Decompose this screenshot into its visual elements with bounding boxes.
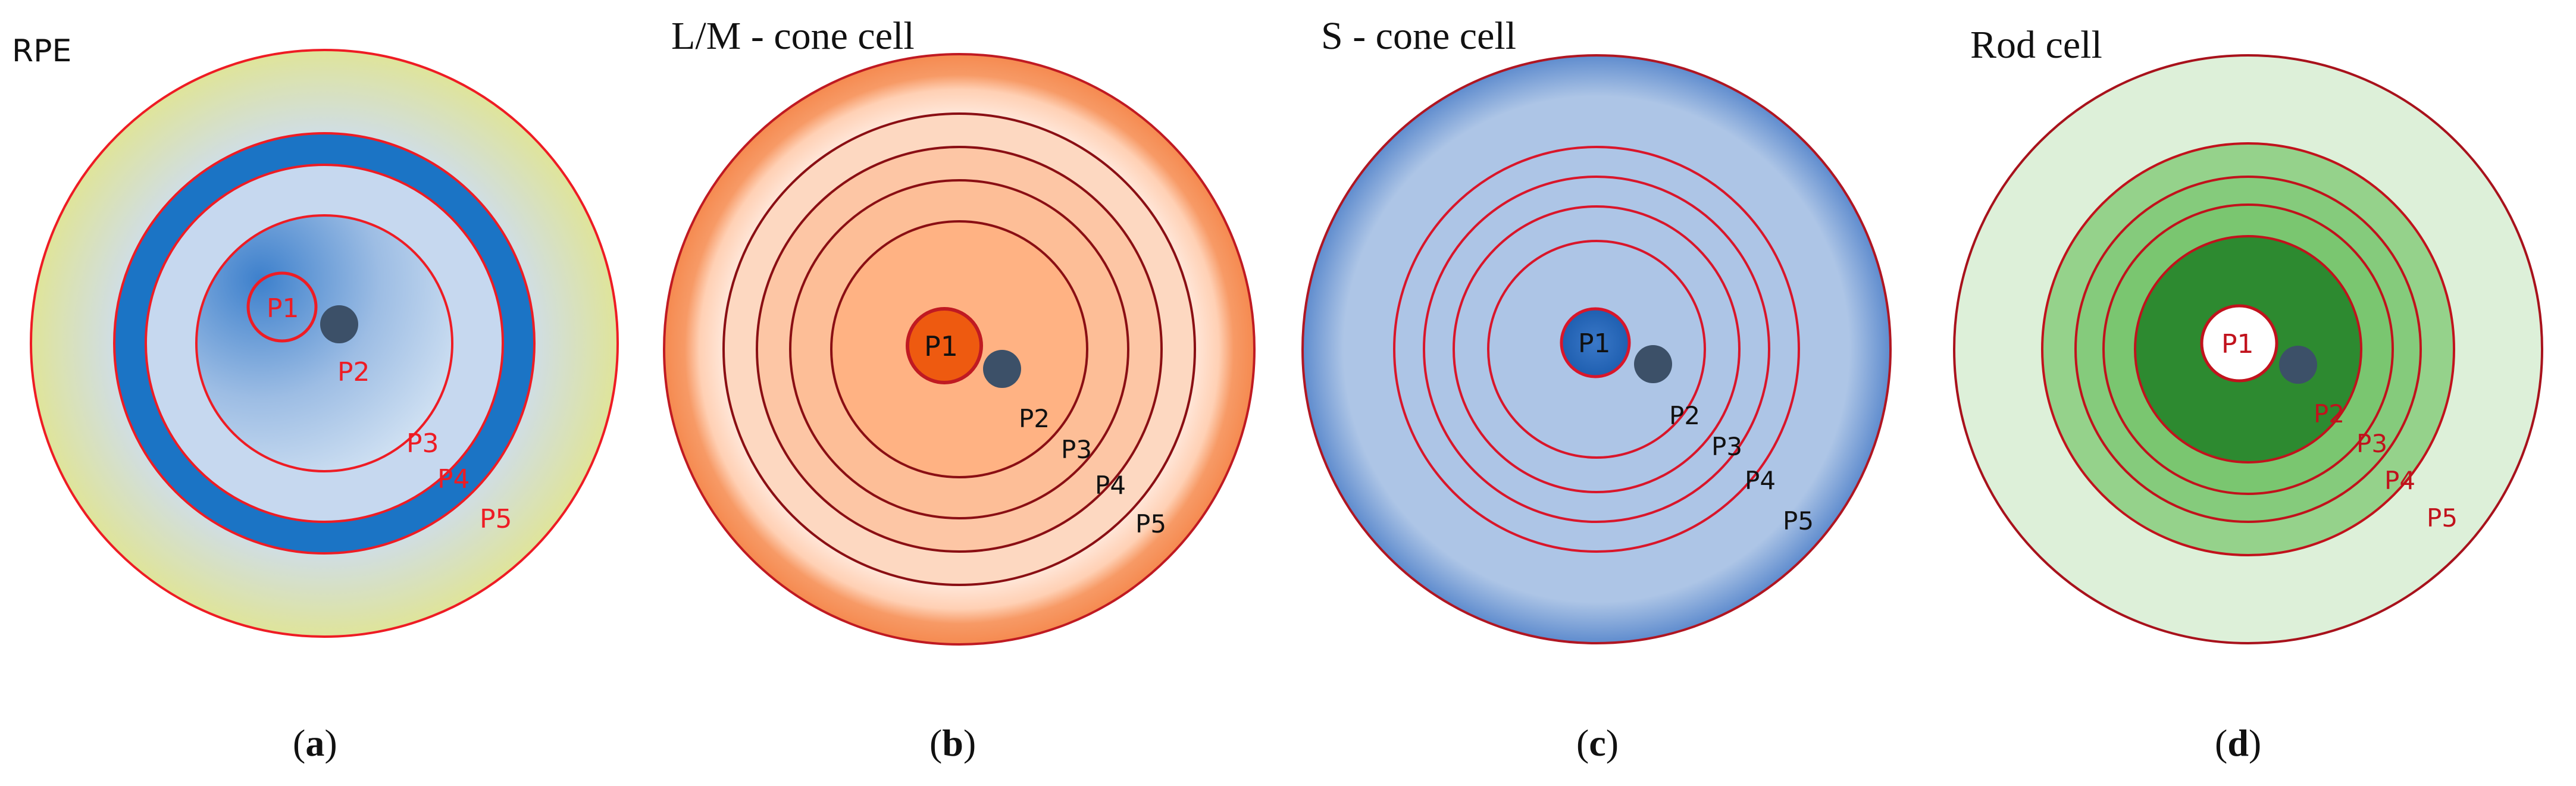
label-p5: P5 (2427, 503, 2458, 533)
label-p5: P5 (1783, 506, 1814, 536)
label-p5: P5 (1135, 509, 1166, 538)
label-p1: P1 (1578, 328, 1611, 359)
panel-a: RPE P1 P2 P3 P4 P5 (a) (12, 33, 619, 764)
caption-b-letter: b (942, 722, 963, 764)
nucleus-icon (1634, 345, 1672, 383)
panel-b: L/M - cone cell P1 P2 P3 P4 P5 (b) (663, 14, 1256, 764)
panel-a-title: RPE (12, 33, 71, 69)
caption-a: (a) (293, 722, 337, 764)
nucleus-icon (2279, 346, 2317, 384)
caption-c: (c) (1576, 722, 1619, 764)
rpe-p1-ring (246, 271, 318, 343)
label-p2: P2 (1669, 401, 1700, 430)
scone-ring-p3 (1453, 205, 1741, 493)
label-p1: P1 (2221, 329, 2254, 359)
label-p3: P3 (406, 428, 439, 459)
caption-c-letter: c (1589, 722, 1605, 764)
scone-ring-p5 (1393, 146, 1800, 553)
label-p4: P4 (1095, 471, 1126, 500)
label-p2: P2 (337, 357, 370, 387)
label-p2: P2 (1019, 404, 1050, 433)
panel-c-title: S - cone cell (1321, 14, 1516, 58)
rod-p1-disc (2200, 304, 2278, 383)
label-p1: P1 (924, 330, 958, 362)
scone-p1-disc (1560, 307, 1631, 378)
label-p2: P2 (2314, 399, 2345, 428)
caption-d-letter: d (2227, 722, 2249, 764)
cone-p1-disc (906, 307, 983, 384)
scone-ring-p4 (1423, 176, 1770, 523)
label-p1: P1 (267, 293, 299, 324)
label-p5: P5 (480, 504, 512, 534)
panel-d: Rod cell P1 P2 P3 P4 P5 (d) (1953, 23, 2543, 764)
label-p3: P3 (1711, 432, 1742, 461)
scone-ring-p2 (1487, 240, 1706, 459)
caption-b: (b) (929, 722, 976, 764)
label-p3: P3 (1061, 435, 1092, 464)
panel-c: S - cone cell P1 P2 P3 P4 P5 (c) (1301, 14, 1892, 764)
label-p3: P3 (2356, 429, 2387, 458)
caption-a-letter: a (305, 722, 324, 764)
panel-b-title: L/M - cone cell (671, 14, 915, 58)
panel-d-title: Rod cell (1970, 23, 2102, 67)
caption-d: (d) (2215, 722, 2261, 764)
label-p4: P4 (2384, 466, 2415, 495)
label-p4: P4 (437, 464, 470, 494)
label-p4: P4 (1745, 466, 1776, 495)
nucleus-icon (320, 305, 358, 343)
nucleus-icon (983, 350, 1021, 388)
